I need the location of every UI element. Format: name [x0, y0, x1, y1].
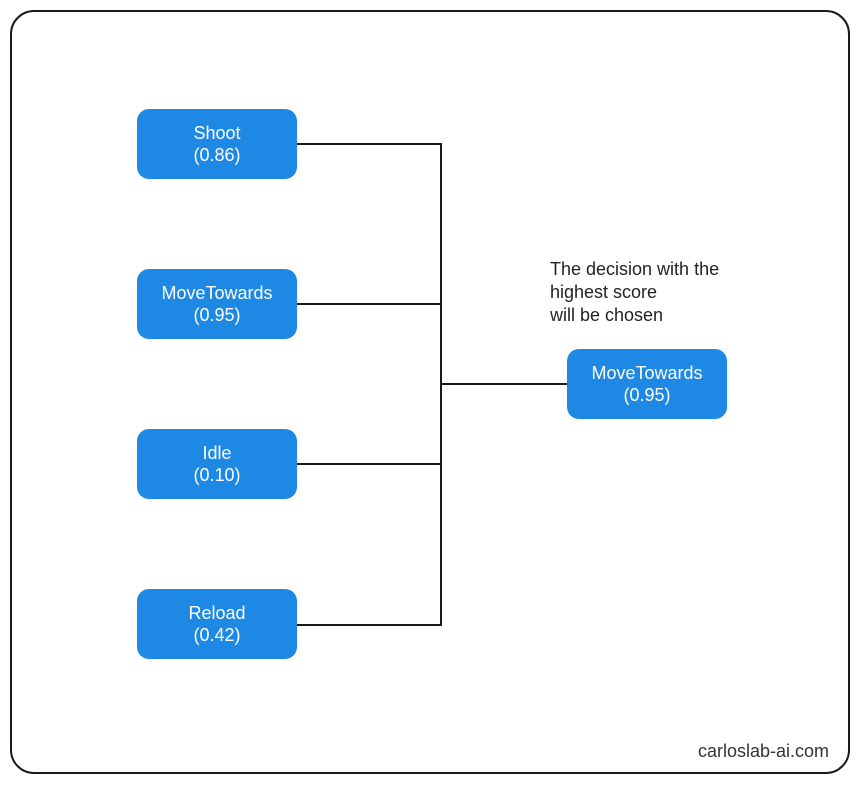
option-idle-name: Idle [202, 443, 232, 463]
result-node: MoveTowards (0.95) [567, 349, 727, 419]
decision-note: The decision with the highest score will… [550, 258, 719, 327]
option-shoot-node: Shoot (0.86) [137, 109, 297, 179]
option-reload-score: (0.42) [193, 625, 241, 645]
result-name: MoveTowards [591, 363, 703, 383]
option-movetowards-node: MoveTowards (0.95) [137, 269, 297, 339]
credit-label: carloslab-ai.com [697, 741, 829, 761]
option-idle-score: (0.10) [193, 465, 241, 485]
option-movetowards-name: MoveTowards [161, 283, 273, 303]
option-reload-name: Reload [188, 603, 246, 623]
decision-note-line-2: highest score [550, 282, 658, 302]
option-shoot-name: Shoot [193, 123, 241, 143]
option-idle-node: Idle (0.10) [137, 429, 297, 499]
decision-note-line-1: The decision with the [550, 259, 720, 279]
option-movetowards-score: (0.95) [193, 305, 241, 325]
option-shoot-score: (0.86) [193, 145, 241, 165]
decision-note-line-3: will be chosen [550, 305, 664, 325]
result-score: (0.95) [623, 385, 671, 405]
option-reload-node: Reload (0.42) [137, 589, 297, 659]
